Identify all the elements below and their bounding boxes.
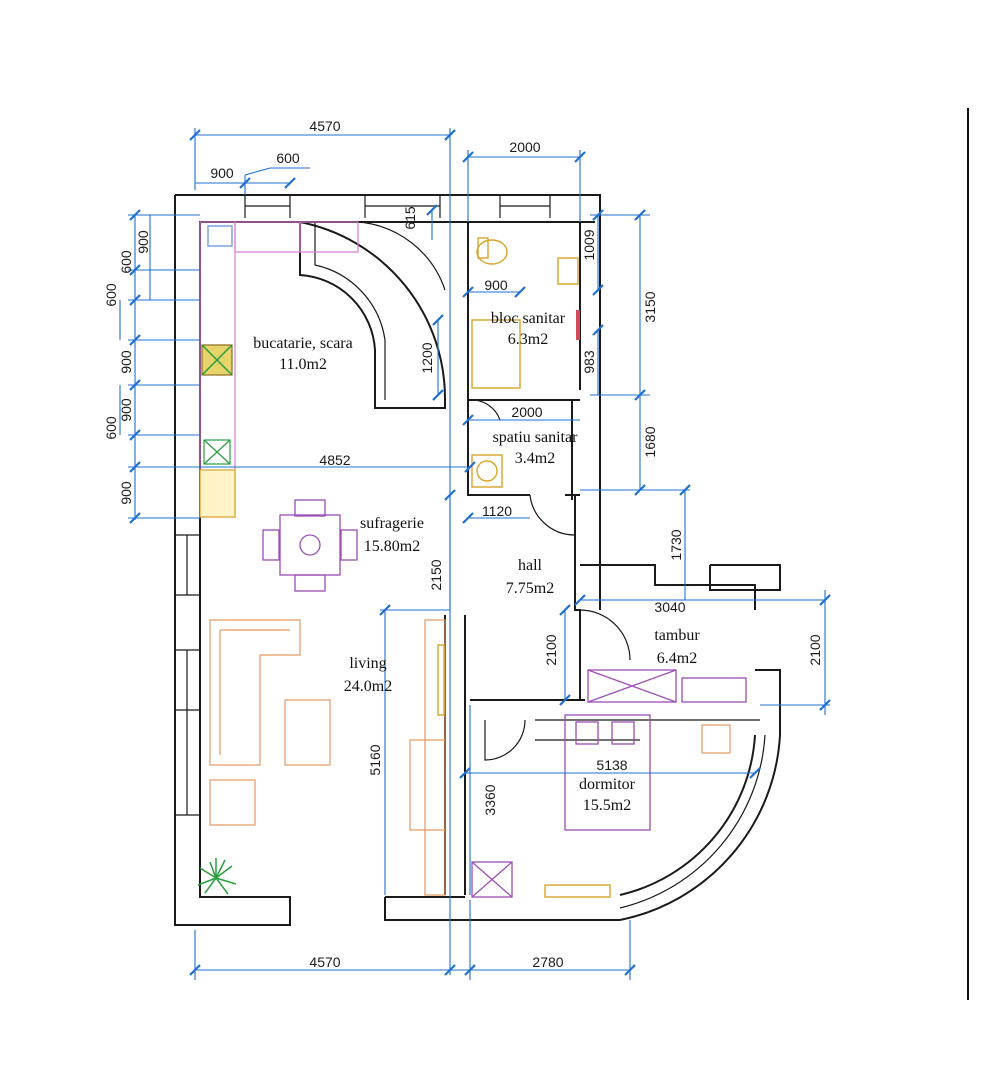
dim-left-600a: 600	[118, 250, 134, 274]
sofa-icon	[209, 619, 301, 766]
dim-bottom-4570: 4570	[309, 954, 340, 970]
dim-top-2000: 2000	[509, 139, 540, 155]
fridge-icon	[199, 469, 236, 518]
room-bedroom-area: 15.5m2	[583, 797, 631, 814]
cooktop-icon	[203, 439, 231, 465]
dim-1730: 1730	[668, 529, 684, 560]
dim-left-900c: 900	[118, 398, 134, 422]
desk-icon	[544, 884, 611, 898]
room-bedroom-name: dormitor	[579, 776, 636, 793]
dim-1680: 1680	[642, 426, 658, 457]
dim-top-total: 4570	[309, 118, 340, 134]
dim-2100-right: 2100	[807, 634, 823, 665]
dim-1009: 1009	[581, 229, 597, 260]
dim-3150: 3150	[642, 291, 658, 322]
room-living-area: 24.0m2	[344, 678, 392, 695]
living-furniture	[209, 619, 446, 896]
bedroom-chair	[701, 724, 731, 754]
dining-table	[279, 514, 341, 576]
dim-left-600b: 600	[103, 283, 119, 307]
kitchen-furniture	[199, 221, 359, 518]
bathroom-furniture	[471, 237, 580, 488]
dim-top-600: 600	[276, 150, 300, 166]
dim-2100-left: 2100	[543, 634, 559, 665]
dim-left-900a: 900	[135, 230, 151, 254]
room-tambur-name: tambur	[654, 627, 700, 644]
washing-machine-icon	[471, 454, 503, 488]
dim-bottom-2780: 2780	[532, 954, 563, 970]
plant-icon	[197, 858, 237, 895]
room-hall-area: 7.75m2	[506, 580, 554, 597]
dim-3360: 3360	[482, 784, 498, 815]
dim-4852: 4852	[319, 452, 350, 468]
dimension-lines	[119, 128, 831, 980]
dim-3040: 3040	[654, 599, 685, 615]
room-living-name: living	[349, 655, 386, 672]
dim-5138: 5138	[596, 757, 627, 773]
room-dining-name: sufragerie	[360, 515, 424, 532]
dim-left-900b: 900	[118, 350, 134, 374]
room-bathroom-area: 6.3m2	[508, 331, 548, 348]
toilet-icon	[476, 239, 508, 265]
bathtub-icon	[471, 319, 521, 389]
wardrobe-icon	[587, 669, 677, 703]
dim-983: 983	[581, 350, 597, 374]
coffee-table	[284, 699, 331, 766]
room-labels: bucatarie, scara 11.0m2 bloc sanitar 6.3…	[253, 310, 700, 814]
washbasin-icon	[557, 257, 579, 285]
room-tambur-area: 6.4m2	[657, 650, 697, 667]
dim-2000-mid: 2000	[511, 404, 542, 420]
tv-icon	[437, 644, 445, 716]
dimension-labels: 4570 900 600 2000 615 1009 3150 900 1200…	[103, 118, 823, 970]
room-hall-name: hall	[518, 557, 543, 574]
dim-left-600c: 600	[103, 416, 119, 440]
dim-615: 615	[402, 206, 418, 230]
room-sanitary-name: spatiu sanitar	[493, 429, 579, 446]
dim-1120: 1120	[482, 503, 512, 519]
armchair-icon	[209, 779, 256, 826]
dim-1200: 1200	[419, 342, 435, 373]
bedroom-furniture	[471, 669, 747, 898]
dim-5160: 5160	[367, 744, 383, 775]
room-kitchen-name: bucatarie, scara	[253, 335, 352, 352]
room-kitchen-area: 11.0m2	[279, 356, 327, 373]
dim-2150: 2150	[428, 559, 444, 590]
dim-left-900d: 900	[118, 481, 134, 505]
dim-top-900: 900	[210, 165, 234, 181]
bedroom-wardrobe	[471, 861, 513, 898]
room-dining-area: 15.80m2	[364, 538, 420, 555]
room-bathroom-name: bloc sanitar	[491, 310, 566, 327]
dim-900-bath: 900	[484, 277, 508, 293]
dining-furniture	[262, 499, 358, 592]
sink-icon	[207, 225, 233, 247]
room-sanitary-area: 3.4m2	[515, 450, 555, 467]
